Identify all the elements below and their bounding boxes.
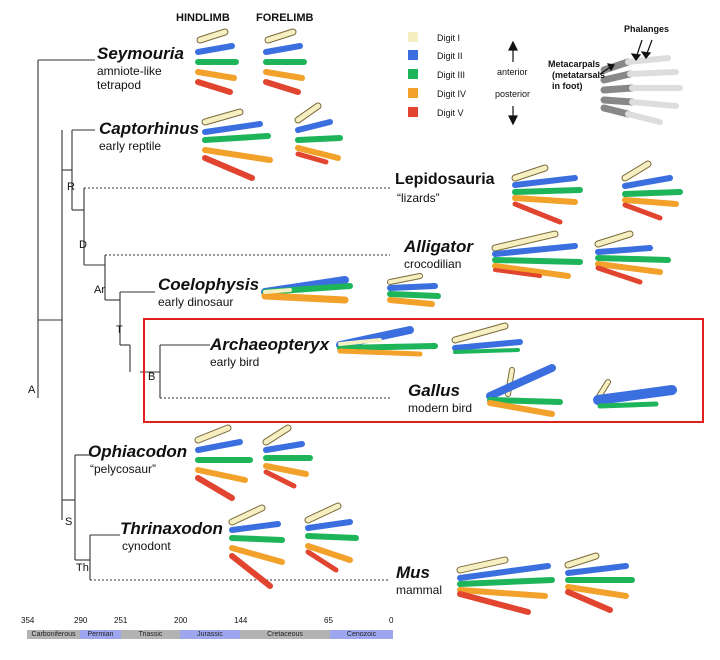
taxon-ophiacodon: Ophiacodon <box>88 442 188 461</box>
metacarpals-label-3: in foot) <box>552 81 583 91</box>
limb-illustrations <box>194 28 683 615</box>
time-tick-200: 200 <box>174 616 188 625</box>
coelophysis-desc: early dinosaur <box>158 295 234 309</box>
anterior-label: anterior <box>497 67 528 77</box>
birds-highlight-box <box>143 318 704 423</box>
period-jurassic: Jurassic <box>180 630 240 639</box>
phalanges-label: Phalanges <box>624 24 670 34</box>
mus-desc: mammal <box>396 583 443 597</box>
coelophysis-hindlimb <box>261 276 353 304</box>
posterior-arrow-head <box>508 115 518 126</box>
legend-label-digit-1: Digit I <box>437 33 461 43</box>
legend-swatch-digit-2 <box>408 50 418 60</box>
archaeopteryx-desc: early bird <box>210 355 260 369</box>
thrinaxodon-hindlimb <box>228 504 285 589</box>
lepidosauria-hindlimb <box>511 164 583 225</box>
seymouria-desc-1: amniote-like <box>97 64 162 78</box>
mus-forelimb <box>564 552 635 613</box>
time-tick-290: 290 <box>74 616 88 625</box>
alligator-forelimb <box>594 230 671 285</box>
taxon-lepidosauria: Lepidosauria <box>395 171 495 188</box>
taxon-alligator: Alligator <box>404 237 473 256</box>
posterior-label: posterior <box>495 89 531 99</box>
taxon-coelophysis: Coelophysis <box>158 275 260 294</box>
legend-swatch-digit-4 <box>408 88 418 98</box>
gallus-desc: modern bird <box>408 401 473 415</box>
captorhinus-hindlimb <box>201 108 273 181</box>
legend-swatch-digit-3 <box>408 69 418 79</box>
seymouria-hindlimb <box>195 28 239 95</box>
thrinaxodon-forelimb <box>304 502 359 573</box>
time-tick-0: 0 <box>389 616 394 625</box>
hindlimb-header: HINDLIMB <box>176 12 230 24</box>
thrinaxodon-desc: cynodont <box>122 539 171 553</box>
legend-label-digit-5: Digit V <box>437 108 464 118</box>
taxon-mus: Mus <box>396 563 430 582</box>
mus-hindlimb <box>456 556 555 615</box>
seymouria-forelimb <box>263 28 307 95</box>
anterior-arrow-head <box>508 40 518 51</box>
coelophysis-forelimb <box>387 273 441 307</box>
legend-label-digit-4: Digit IV <box>437 89 467 99</box>
lepidosauria-forelimb <box>621 160 683 221</box>
taxon-gallus: Gallus <box>408 381 460 400</box>
node-label-t: T <box>116 324 123 336</box>
period-cretaceous: Cretaceous <box>240 630 330 639</box>
gallus-hindlimb <box>486 364 563 417</box>
gallus-forelimb <box>593 379 677 409</box>
period-permian: Permian <box>80 630 121 639</box>
node-label-ar: Ar <box>94 284 105 296</box>
taxon-thrinaxodon: Thrinaxodon <box>120 519 223 538</box>
node-label-th: Th <box>76 562 89 574</box>
captorhinus-forelimb <box>294 102 343 165</box>
ophiacodon-desc: “pelycosaur” <box>90 462 157 476</box>
taxon-seymouria: Seymouria <box>97 44 184 63</box>
node-label-b: B <box>148 371 156 383</box>
alligator-desc: crocodilian <box>404 257 462 271</box>
period-cenozoic: Cenozoic <box>330 630 393 639</box>
node-label-a: A <box>28 384 36 396</box>
orientation-arrows <box>508 40 518 126</box>
period-triassic: Triassic <box>121 630 180 639</box>
archaeopteryx-hindlimb <box>336 326 438 357</box>
ophiacodon-forelimb <box>262 424 313 489</box>
time-tick-354: 354 <box>21 616 35 625</box>
archaeopteryx-forelimb <box>451 322 523 354</box>
metacarpals-label-2: (metatarsals <box>552 70 606 80</box>
forelimb-header: FORELIMB <box>256 12 314 24</box>
taxon-captorhinus: Captorhinus <box>99 119 200 138</box>
legend-swatch-digit-5 <box>408 107 418 117</box>
node-label-d: D <box>79 239 87 251</box>
digit-schematic <box>599 39 683 125</box>
lepidosauria-desc: “lizards” <box>397 191 440 205</box>
time-tick-65: 65 <box>324 616 333 625</box>
metacarpals-label-1: Metacarpals <box>548 59 601 69</box>
legend-label-digit-3: Digit III <box>437 70 466 80</box>
node-label-s: S <box>65 516 73 528</box>
time-tick-251: 251 <box>114 616 128 625</box>
captorhinus-desc: early reptile <box>99 139 162 153</box>
tree-branches <box>37 59 390 581</box>
ophiacodon-hindlimb <box>194 424 253 501</box>
seymouria-desc-2: tetrapod <box>97 78 142 92</box>
alligator-hindlimb <box>491 230 583 279</box>
period-carboniferous: Carboniferous <box>27 630 80 639</box>
time-tick-144: 144 <box>234 616 248 625</box>
node-label-r: R <box>67 181 75 193</box>
legend-label-digit-2: Digit II <box>437 51 463 61</box>
legend-swatch-digit-1 <box>408 32 418 42</box>
taxon-archaeopteryx: Archaeopteryx <box>210 335 330 354</box>
